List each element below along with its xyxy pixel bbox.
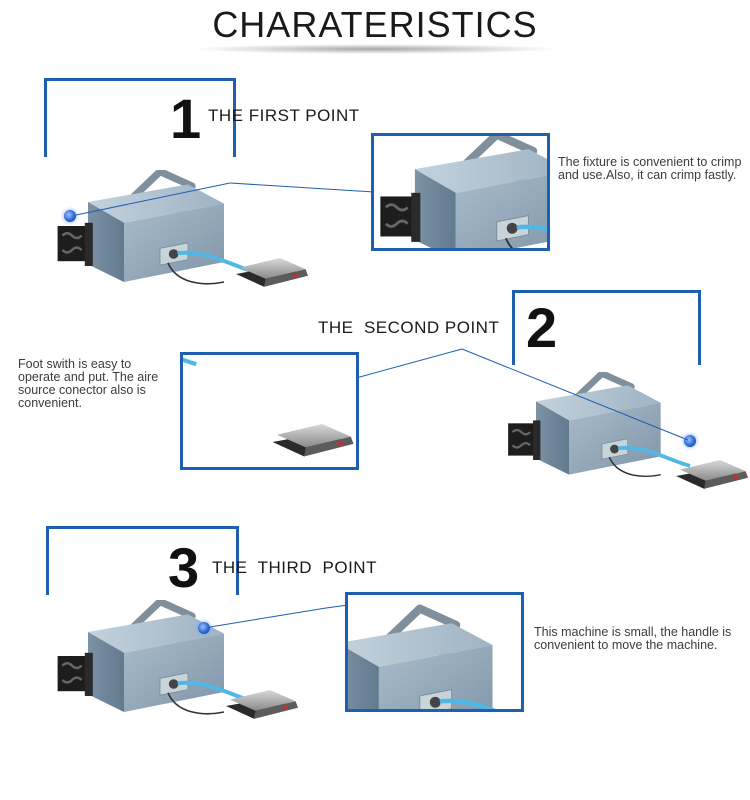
point3-description: This machine is small, the handle is con…: [534, 625, 732, 652]
point2-label: THE SECOND POINT: [318, 318, 500, 337]
point3-label: THE THIRD POINT: [212, 558, 377, 577]
point3-bracket: [46, 526, 239, 595]
point3-number: 3: [168, 536, 200, 599]
page-title: CHARATERISTICS: [212, 4, 538, 45]
point1-number: 1: [170, 87, 202, 150]
point1-label: THE FIRST POINT: [208, 106, 360, 125]
point2-description: Foot swith is easy to operate and put. T…: [18, 357, 159, 410]
callout-dot-icon: [684, 435, 696, 447]
title-underline-shadow: [190, 44, 560, 54]
pneumatic-crimping-machine-icon: [345, 600, 524, 712]
callout-dot-icon: [64, 210, 76, 222]
point2-number: 2: [526, 296, 558, 359]
point1-bracket: [44, 78, 236, 157]
point2-bracket: [512, 290, 701, 365]
point1-zoom-frame: [371, 133, 550, 251]
point1-description: The fixture is convenient to crimp and u…: [558, 155, 742, 182]
point3-zoom-frame: [345, 592, 524, 712]
callout-dot-icon: [198, 622, 210, 634]
point2-zoom-frame: [180, 352, 359, 470]
